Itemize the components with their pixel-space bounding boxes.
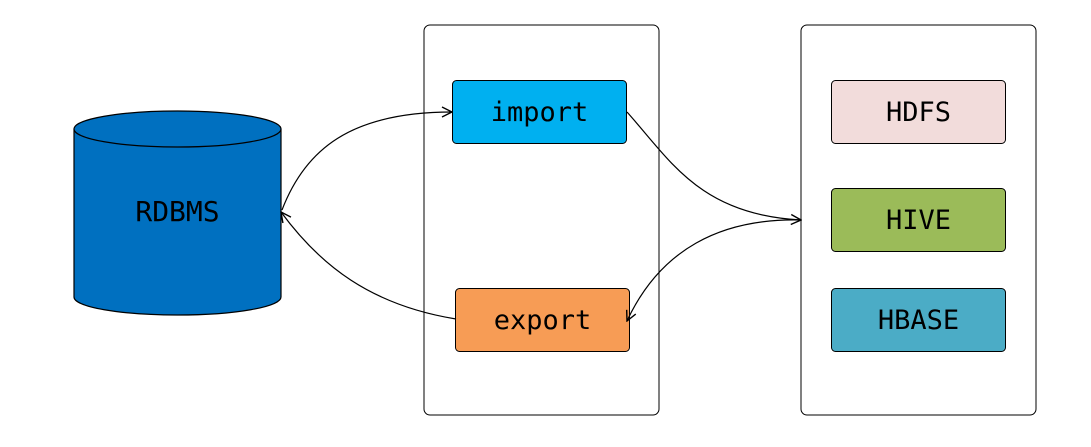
import-label: import — [491, 97, 589, 128]
hive-box-rect — [831, 188, 1006, 252]
rdbms-database-cylinder: RDBMS — [73, 110, 282, 316]
arrow-export-to-rdbms — [281, 212, 457, 320]
cylinder-top — [73, 110, 282, 148]
arrow-hadoop-to-export — [627, 219, 802, 321]
hive-box: HIVE — [831, 188, 1006, 252]
hbase-box-rect — [831, 288, 1006, 352]
hdfs-box: HDFS — [831, 80, 1006, 144]
arrow-import-to-hadoop — [626, 111, 801, 220]
hdfs-label: HDFS — [886, 97, 951, 128]
export-box: export — [455, 288, 630, 352]
import-box: import — [452, 80, 627, 144]
hbase-box: HBASE — [831, 288, 1006, 352]
hbase-label: HBASE — [878, 305, 959, 336]
arrow-rdbms-to-import — [281, 112, 452, 211]
hdfs-box-rect — [831, 80, 1006, 144]
cylinder-body — [73, 129, 282, 316]
hive-label: HIVE — [886, 205, 951, 236]
rdbms-label: RDBMS — [135, 195, 219, 228]
export-label: export — [494, 305, 592, 336]
